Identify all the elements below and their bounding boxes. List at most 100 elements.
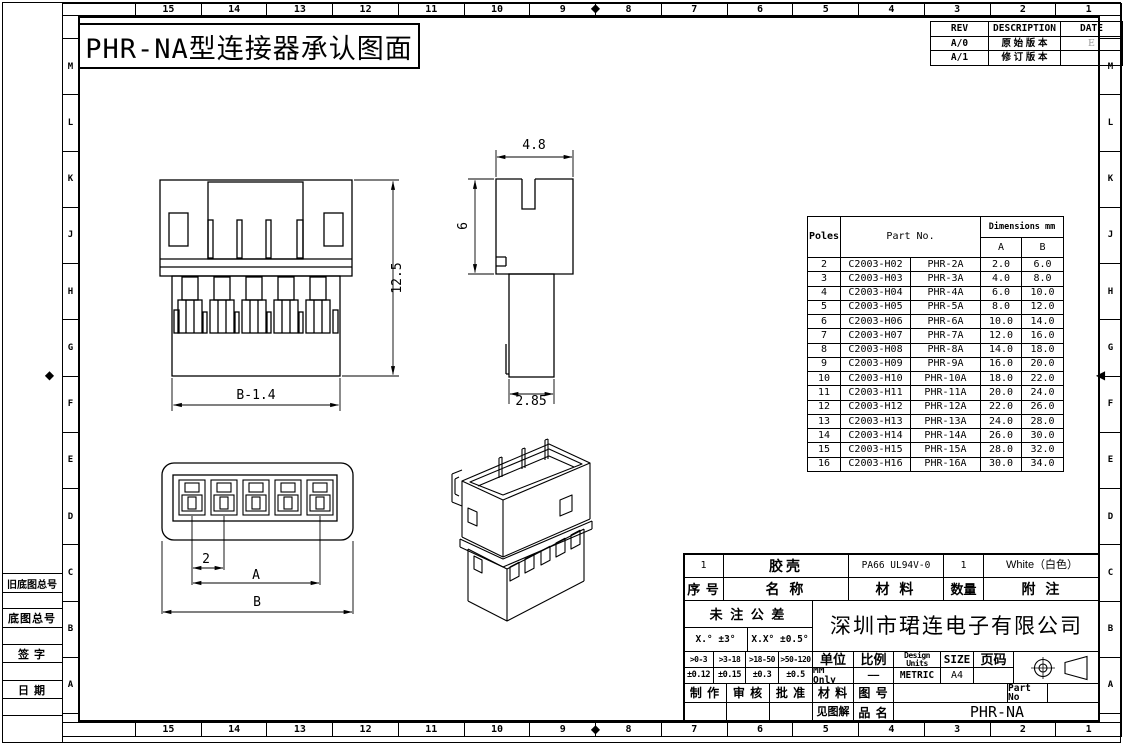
- angle-tolerance-2: X.X° ±0.5°: [747, 627, 812, 651]
- poles-value: 5: [807, 299, 841, 316]
- part-name: PHR-16A: [909, 456, 982, 473]
- part-name: PHR-6A: [909, 314, 982, 330]
- grid-col-label: 10: [463, 4, 530, 15]
- date-label: 日 期: [2, 680, 62, 698]
- grid-row-label: E: [63, 431, 78, 488]
- dim-a-value: 14.0: [980, 342, 1023, 358]
- revision-date: E: [1060, 35, 1123, 51]
- scale-label: 比例: [853, 651, 893, 667]
- grid-col-label: 1: [1055, 4, 1121, 15]
- part-name: PHR-3A: [909, 271, 982, 287]
- poles-value: 7: [807, 328, 841, 344]
- third-angle-projection-icon: [1031, 655, 1088, 680]
- part-name: PHR-10A: [909, 371, 982, 387]
- parts-table-row: 15 C2003-H15 PHR-15A 28.0 32.0: [807, 442, 1065, 458]
- grid-row-label: B: [63, 600, 78, 657]
- grid-row-label: A: [63, 656, 78, 713]
- dim-b-col-header: B: [1021, 237, 1065, 258]
- tolerance-range-1: >0-3: [683, 651, 713, 667]
- dimensions-col-header: Dimensions mm: [980, 216, 1065, 238]
- tolerance-value-1: ±0.12: [683, 667, 713, 683]
- item-name: 胶壳: [723, 553, 848, 577]
- drawing-no-label: 图 号: [853, 683, 893, 702]
- revision-id: A/1: [930, 50, 989, 66]
- col-note-header: 附 注: [983, 577, 1100, 600]
- grid-col-label: 2: [989, 4, 1056, 15]
- label-text: 签 字: [17, 648, 47, 661]
- grid-row-label: D: [1100, 488, 1121, 544]
- dim-b-value: 16.0: [1021, 328, 1065, 344]
- poles-value: 2: [807, 256, 841, 273]
- dim-a-value: 28.0: [980, 442, 1023, 458]
- parts-table-row: 6 C2003-H06 PHR-6A 10.0 14.0: [807, 314, 1065, 330]
- grid-col-label: 7: [660, 4, 727, 15]
- rev-col-header: REV: [930, 21, 989, 37]
- dim-pitch: 2: [202, 552, 210, 567]
- grid-col-label: 7: [660, 723, 727, 736]
- grid-row-label: E: [1100, 431, 1121, 488]
- grid-row-label: C: [63, 544, 78, 600]
- item-qty: 1: [943, 553, 983, 577]
- center-marker-right-icon: ◀: [1095, 368, 1106, 382]
- grid-col-label: 15: [135, 723, 201, 736]
- tolerance-range-3: >18-50: [745, 651, 778, 667]
- poles-value: 14: [807, 428, 841, 444]
- part-number: C2003-H06: [840, 314, 911, 330]
- part-number: C2003-H04: [840, 285, 911, 301]
- part-number: C2003-H07: [840, 328, 911, 344]
- product-name-value: PHR-NA: [893, 702, 1100, 722]
- col-material-header: 材 料: [848, 577, 943, 600]
- item-no: 1: [683, 553, 723, 577]
- angle-tolerance-1: X.° ±3°: [683, 627, 747, 651]
- part-number: C2003-H14: [840, 428, 911, 444]
- part-number: C2003-H02: [840, 256, 911, 273]
- date-col-header: DATE: [1060, 21, 1123, 37]
- grid-row-label: G: [63, 319, 78, 375]
- part-no-col-header: Part No.: [839, 216, 982, 258]
- parts-table-row: 7 C2003-H07 PHR-7A 12.0 16.0: [807, 328, 1065, 344]
- dim-a-value: 26.0: [980, 428, 1023, 444]
- check-label: 审 核: [726, 683, 769, 702]
- dim-b-value: 26.0: [1021, 399, 1065, 415]
- check-field: [726, 702, 769, 722]
- col-qty-header: 数量: [943, 577, 983, 600]
- parts-table-row: 13 C2003-H13 PHR-13A 24.0 28.0: [807, 413, 1065, 430]
- drawing-frame: [78, 16, 1100, 722]
- parts-table-row: 4 C2003-H04 PHR-4A 6.0 10.0: [807, 285, 1065, 301]
- make-label: 制 作: [683, 683, 726, 702]
- center-marker-top-icon: ◆: [590, 1, 601, 15]
- parts-table-row: 14 C2003-H14 PHR-14A 26.0 30.0: [807, 428, 1065, 444]
- grid-col-label: 6: [726, 4, 793, 15]
- grid-row-label: H: [63, 263, 78, 319]
- grid-row-label: D: [63, 488, 78, 544]
- dim-front-height: 12.5: [390, 262, 405, 294]
- tolerance-value-4: ±0.5: [778, 667, 812, 683]
- parts-table-row: 9 C2003-H09 PHR-9A 16.0 20.0: [807, 356, 1065, 373]
- tolerance-title: 未 注 公 差: [683, 600, 812, 627]
- part-name: PHR-9A: [909, 356, 982, 373]
- dim-b-value: 8.0: [1021, 271, 1065, 287]
- see-diagram-note: 见图解: [812, 702, 853, 722]
- poles-value: 10: [807, 371, 841, 387]
- dim-b-value: 32.0: [1021, 442, 1065, 458]
- dim-b-value: 34.0: [1021, 456, 1065, 473]
- revision-description: 原 始 版 本: [988, 35, 1061, 51]
- parts-table-row: 5 C2003-H05 PHR-5A 8.0 12.0: [807, 299, 1065, 316]
- label-boxes-bottom-edge: [2, 715, 62, 716]
- grid-col-label: 12: [332, 4, 398, 15]
- label-text: 日 期: [17, 684, 47, 697]
- dim-a-value: 30.0: [980, 456, 1023, 473]
- center-marker-bottom-icon: ◆: [590, 722, 601, 736]
- size-label: SIZE: [940, 651, 973, 667]
- part-name: PHR-13A: [909, 413, 982, 430]
- revision-date: [1060, 50, 1123, 66]
- grid-col-label: 14: [200, 4, 267, 15]
- grid-col-label: 14: [200, 723, 267, 736]
- part-number: C2003-H10: [840, 371, 911, 387]
- dim-a-col-header: A: [980, 237, 1023, 258]
- col-name-header: 名 称: [723, 577, 848, 600]
- part-number: C2003-H11: [840, 385, 911, 401]
- dim-a-value: 12.0: [980, 328, 1023, 344]
